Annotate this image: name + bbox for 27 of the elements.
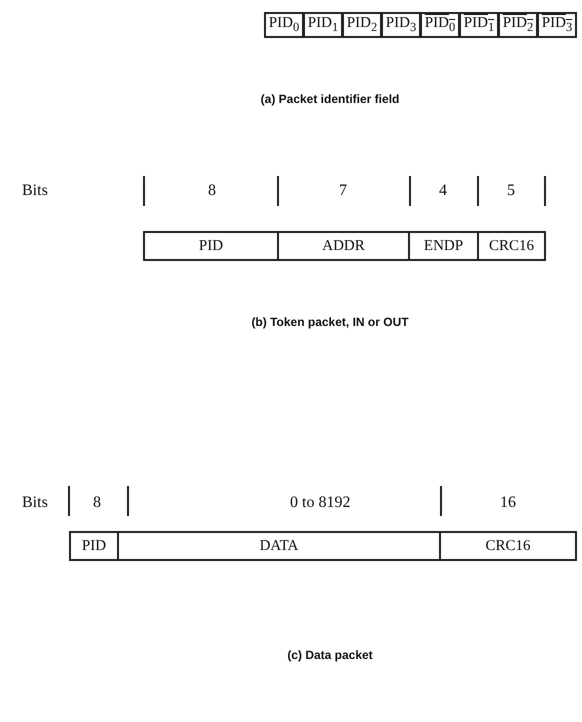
bit-count-label: 5 (507, 182, 515, 200)
packet-field: CRC16 (439, 531, 577, 561)
packet-field: PID$_{1}$ (459, 12, 499, 38)
packet-field: DATA (117, 531, 441, 561)
figure-caption: (c) Data packet (287, 648, 373, 662)
packet-field: ENDP (408, 231, 479, 261)
packet-field: PID$_{0}$ (420, 12, 460, 38)
bit-count-label: 0 to 8192 (290, 494, 350, 512)
packet-field: PID$_{3}$ (537, 12, 577, 38)
bit-count-label: 4 (439, 182, 447, 200)
figure-caption: (a) Packet identifier field (260, 92, 400, 106)
bits-label: Bits (22, 494, 48, 512)
bits-label: Bits (22, 182, 48, 200)
packet-field: PID (69, 531, 119, 561)
bit-count-label: 16 (500, 494, 516, 512)
bit-count-label: 8 (93, 494, 101, 512)
packet-field: PID$_{1}$ (303, 12, 343, 38)
bit-count-label: 8 (208, 182, 216, 200)
packet-field: PID$_{3}$ (381, 12, 421, 38)
packet-field: PID$_{0}$ (264, 12, 304, 38)
packet-field: PID$_{2}$ (342, 12, 382, 38)
packet-field: PID (143, 231, 279, 261)
bit-count-label: 7 (339, 182, 347, 200)
packet-field: ADDR (277, 231, 410, 261)
packet-field: PID$_{2}$ (498, 12, 538, 38)
figure-caption: (b) Token packet, IN or OUT (251, 315, 409, 329)
packet-field: CRC16 (477, 231, 546, 261)
